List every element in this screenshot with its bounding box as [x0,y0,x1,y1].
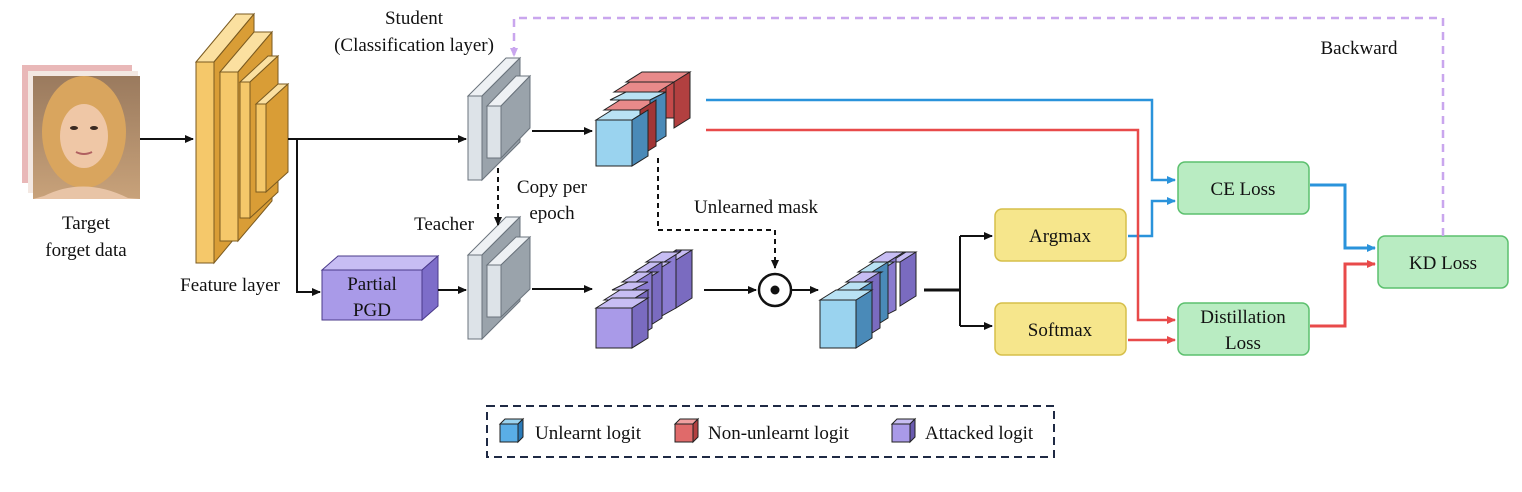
legend-label-non-unlearnt: Non-unlearnt logit [708,423,850,444]
argmax-label: Argmax [1029,226,1091,247]
student-logits-to-ce-arrow [706,98,1176,184]
input-caption-line1: Target [62,213,111,234]
copy-label-line1: Copy per [517,177,588,198]
backward-arrow [510,16,1445,236]
backward-label: Backward [1320,38,1398,59]
copy-label-line2: epoch [529,203,575,224]
legend-swatch-attacked [890,417,917,444]
teacher-classifier-block [466,215,532,341]
student-classifier-block [466,56,532,182]
student-logits-to-distill-arrow [706,128,1176,324]
legend-swatch-non-unlearnt [673,417,700,444]
student-label-line1: Student [385,8,444,29]
student-logits-stack [594,71,692,167]
distill-to-kd-arrow [1310,260,1376,328]
legend-label-unlearnt: Unlearnt logit [535,423,642,444]
ce-to-kd-arrow [1310,183,1376,252]
unlearned-mask-arrow [657,158,779,269]
arrow-feature-to-pgd [296,139,321,296]
pgd-label-line2: PGD [353,300,391,321]
mask-label: Unlearned mask [694,197,818,218]
legend-label-attacked: Attacked logit [925,423,1034,444]
pgd-label-line1: Partial [347,274,397,295]
ce-loss-label: CE Loss [1211,179,1276,200]
teacher-logits-stack [594,249,694,349]
distillation-loss-line1: Distillation [1200,307,1286,328]
ce-loss-box [1177,161,1310,215]
argmax-box [994,208,1127,262]
softmax-box [994,302,1127,356]
student-label-line2: (Classification layer) [334,35,494,56]
softmax-label: Softmax [1028,320,1093,341]
kd-loss-label: KD Loss [1409,253,1477,274]
legend-swatch-unlearnt [498,417,525,444]
forget-data-image [22,65,140,199]
feature-layer-label: Feature layer [180,275,280,296]
feature-layer-blocks [194,12,290,265]
argmax-to-ce-arrow [1128,197,1176,238]
masked-logits-stack [818,251,918,349]
distillation-loss-line2: Loss [1225,333,1261,354]
elementwise-product-operator [757,272,793,308]
input-caption-line2: forget data [45,240,127,261]
teacher-label: Teacher [414,214,475,235]
distillation-loss-box [1177,302,1310,356]
legend-frame [486,405,1055,458]
partial-pgd-block [320,254,440,322]
legend: Unlearnt logit Non-unlearnt logit Attack… [486,405,1055,458]
